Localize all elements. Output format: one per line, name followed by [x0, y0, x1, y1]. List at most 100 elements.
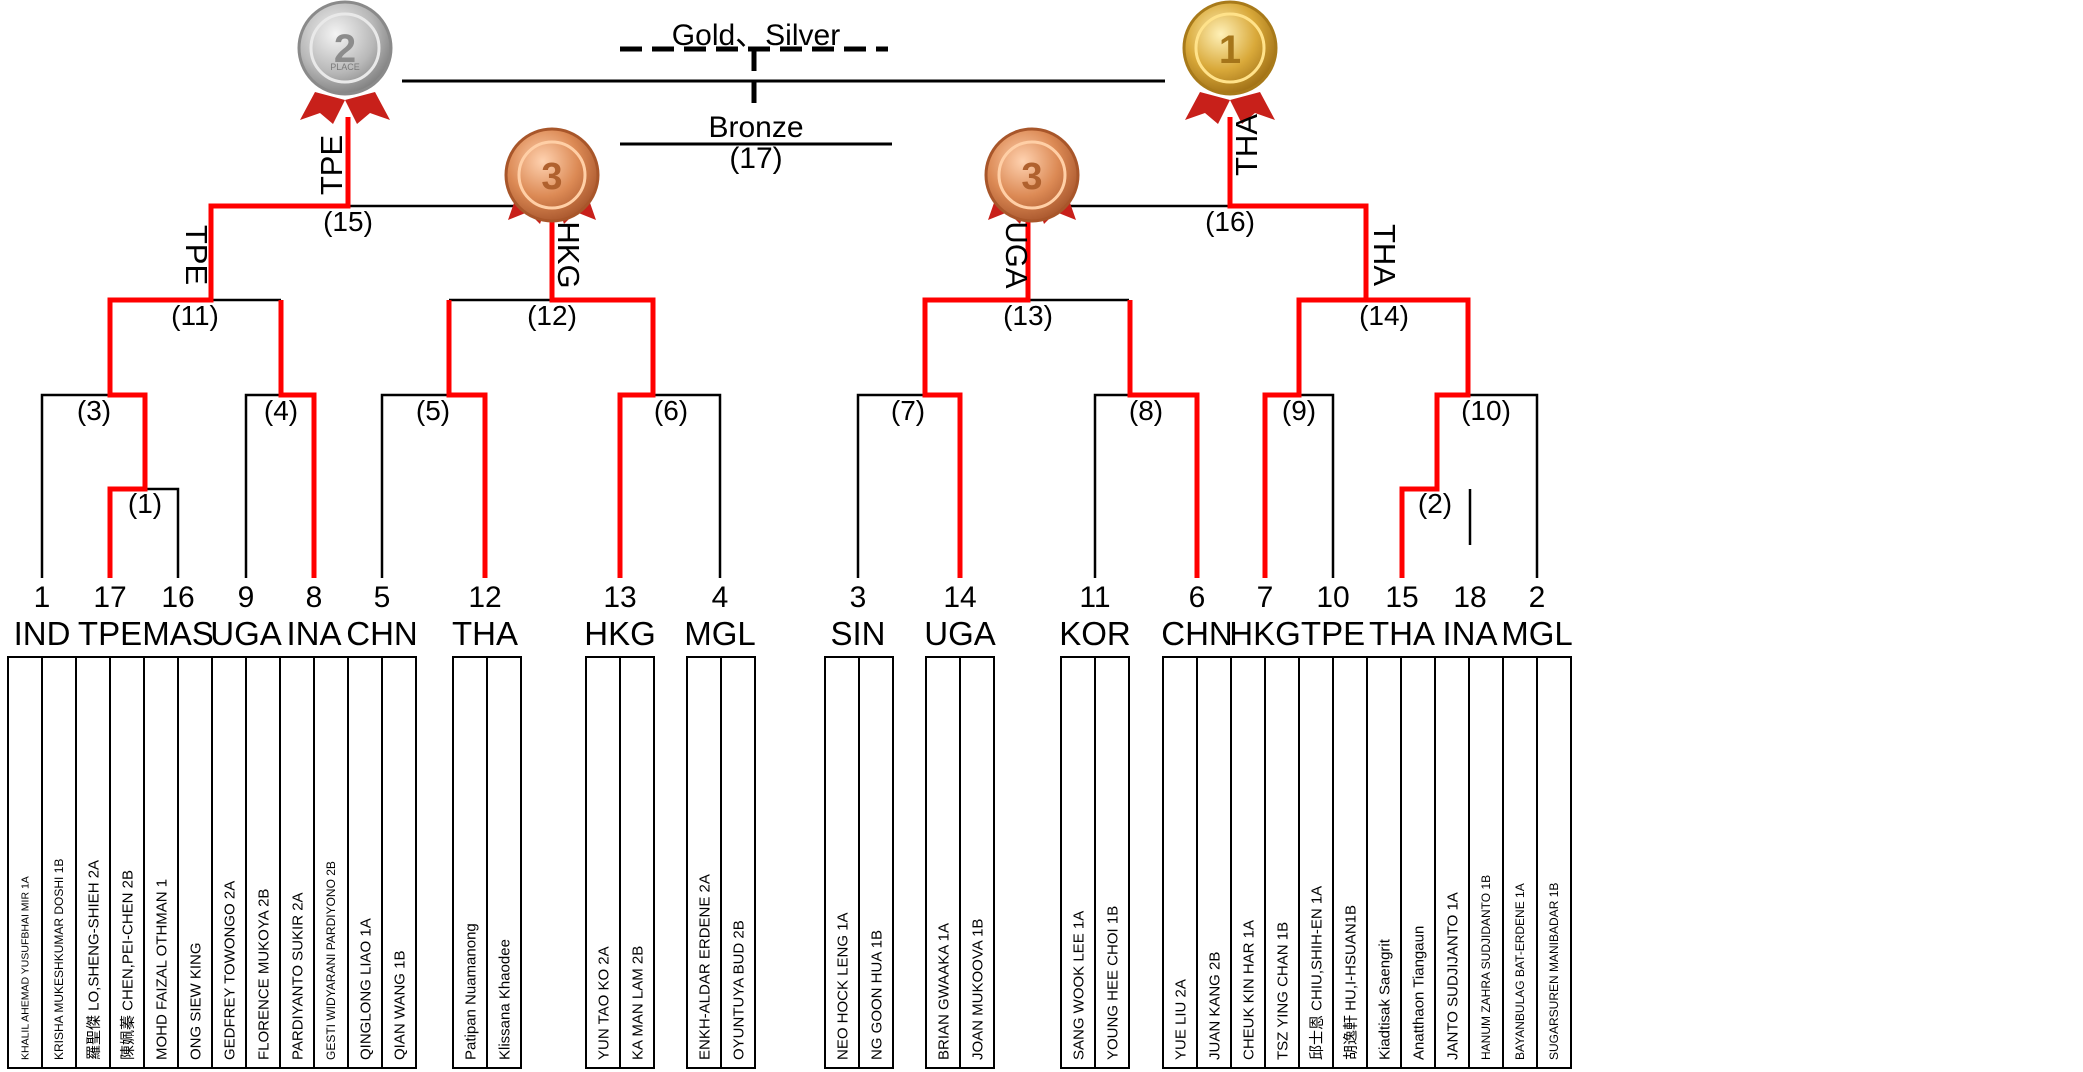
seed-number: 6: [1189, 581, 1206, 614]
match-label: (13): [1003, 300, 1053, 331]
seed-number: 2: [1529, 581, 1546, 614]
match-label: (14): [1359, 300, 1409, 331]
player-name: Patipan Nuamanong: [462, 923, 479, 1060]
player-name: YUN TAO KO 2A: [595, 946, 612, 1060]
match-label: (7): [891, 395, 925, 426]
winner-paths: [107, 117, 1471, 578]
gold-winner-label: THA: [1229, 114, 1264, 176]
match-label: (6): [654, 395, 688, 426]
country-code: THA: [452, 615, 518, 652]
bronze-medal-right-icon: 3: [984, 127, 1080, 224]
player-name: ENKH-ALDAR ERDENE 2A: [696, 874, 713, 1060]
country-code: THA: [1369, 615, 1435, 652]
final-connector: [402, 46, 1165, 146]
player-name: GEDFREY TOWONGO 2A: [221, 881, 238, 1060]
seed-number: 10: [1316, 581, 1349, 614]
match-label: (8): [1129, 395, 1163, 426]
player-name: SUGARSUREN MANIBADAR 1B: [1547, 883, 1561, 1060]
match-label: (5): [416, 395, 450, 426]
player-name: CHEUK KIN HAR 1A: [1240, 920, 1257, 1060]
player-name: 邱士恩 CHIU,SHIH-EN 1A: [1308, 886, 1325, 1060]
gold-silver-label: Gold、Silver: [672, 19, 840, 52]
silver-medal-icon: 2 PLACE: [297, 0, 393, 124]
player-name: GESTI WIDYARANI PARDIYONO 2B: [324, 861, 338, 1060]
player-name: SANG WOOK LEE 1A: [1070, 911, 1087, 1060]
match-label: (12): [527, 300, 577, 331]
seed-number: 13: [603, 581, 636, 614]
match-label: (11): [171, 300, 219, 331]
player-name: Klissana Khaodee: [496, 939, 513, 1060]
bronze-match-label: (17): [729, 142, 782, 175]
match-label: (2): [1418, 488, 1452, 519]
seed-number: 5: [374, 581, 391, 614]
bracket-lines: [40, 204, 1539, 578]
country-code: IND: [14, 615, 71, 652]
player-name: KHALIL AHEMAD YUSUFBHAI MIR 1A: [20, 876, 32, 1060]
match-label: (16): [1205, 206, 1255, 237]
player-name: BRIAN GWAAKA 1A: [935, 923, 952, 1060]
country-code: KOR: [1059, 615, 1131, 652]
seed-number: 14: [943, 581, 976, 614]
match-label: (15): [323, 206, 373, 237]
player-name: JANTO SUDJIJANTO 1A: [1444, 892, 1461, 1060]
match-label: (1): [128, 488, 162, 519]
gold-rank: 1: [1219, 28, 1241, 72]
country-code: UGA: [924, 615, 996, 652]
seed-number: 1: [34, 581, 51, 614]
player-name: JOAN MUKOOVA 1B: [969, 919, 986, 1060]
gold-medal-icon: 1: [1182, 0, 1278, 124]
semi-left-winner-label: TPE: [179, 225, 214, 285]
player-name: HANUM ZAHRA SUDJIDANTO 1B: [1479, 875, 1493, 1060]
seed-number: 3: [850, 581, 867, 614]
match-label: (3): [77, 395, 111, 426]
player-name: YUE LIU 2A: [1172, 979, 1189, 1060]
match-label: (9): [1282, 395, 1316, 426]
bronze-rank-left: 3: [541, 156, 562, 198]
semi-bronze-right-label: UGA: [999, 221, 1034, 289]
player-name: YOUNG HEE CHOI 1B: [1104, 906, 1121, 1060]
player-name: PARDIYANTO SUKIR 2A: [289, 892, 306, 1060]
match-numbers: (1) (2) (3) (4) (5) (6) (7) (8) (9) (10)…: [77, 206, 1511, 519]
country-code: TPE: [78, 615, 142, 652]
player-name: QIAN WANG 1B: [391, 951, 408, 1060]
seed-number: 7: [1257, 581, 1274, 614]
player-name: KA MAN LAM 2B: [629, 946, 646, 1060]
player-name: FLORENCE MUKOYA 2B: [255, 889, 272, 1060]
country-code: HKG: [584, 615, 656, 652]
seed-number: 17: [93, 581, 126, 614]
silver-rank: 2: [334, 27, 356, 71]
country-code: TPE: [1301, 615, 1365, 652]
player-name: 陳姵蓁 CHEN,PEI-CHEN 2B: [119, 870, 136, 1060]
player-name: Kiadtisak Saengrit: [1376, 938, 1393, 1060]
player-name: BAYANBULAG BAT-ERDENE 1A: [1513, 883, 1527, 1060]
country-code: INA: [1442, 615, 1497, 652]
seed-number: 18: [1453, 581, 1486, 614]
seed-number: 12: [468, 581, 501, 614]
country-code: INA: [286, 615, 341, 652]
country-code: MAS: [142, 615, 214, 652]
player-name: 胡逸軒 HU,I-HSUAN1B: [1342, 905, 1359, 1060]
seed-number: 8: [306, 581, 323, 614]
match-label: (4): [264, 395, 298, 426]
bronze-rank-right: 3: [1021, 156, 1042, 198]
country-code: CHN: [346, 615, 418, 652]
player-name: JUAN KANG 2B: [1206, 952, 1223, 1060]
player-name: MOHD FAIZAL OTHMAN 1: [153, 879, 170, 1060]
player-name: 羅聖傑 LO,SHENG-SHIEH 2A: [85, 860, 102, 1060]
country-code: MGL: [1501, 615, 1573, 652]
player-name: Anatthaon Tiangaun: [1410, 926, 1427, 1060]
semi-bronze-left-label: HKG: [551, 221, 586, 288]
entrants: 1IND17TPE16MAS9UGA8INA5CHN12THA13HKG4MGL…: [7, 581, 1573, 1069]
country-code: SIN: [830, 615, 885, 652]
country-code: UGA: [210, 615, 282, 652]
country-code: MGL: [684, 615, 756, 652]
seed-number: 4: [712, 581, 729, 614]
country-code: HKG: [1229, 615, 1301, 652]
bronze-label: Bronze: [708, 111, 803, 144]
player-name: QINGLONG LIAO 1A: [357, 918, 374, 1060]
seed-number: 9: [238, 581, 255, 614]
semi-right-winner-label: THA: [1367, 224, 1402, 286]
player-name: OYUNTUYA BUD 2B: [730, 920, 747, 1060]
player-name: TSZ YING CHAN 1B: [1274, 922, 1291, 1060]
